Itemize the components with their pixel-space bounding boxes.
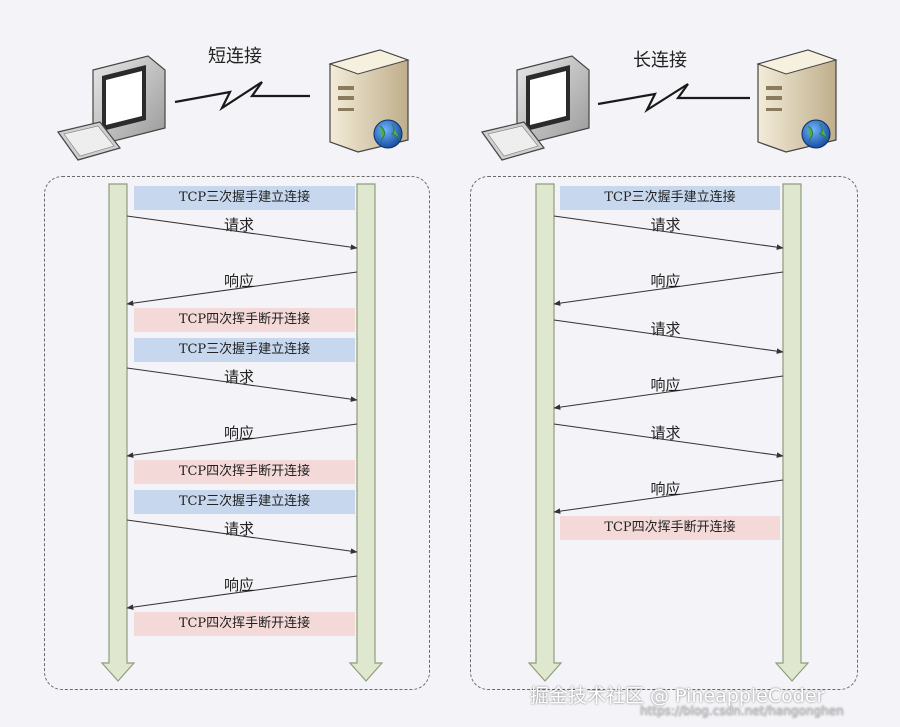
right-client-lifeline bbox=[527, 183, 563, 682]
tcp-handshake-box: TCP三次握手建立连接 bbox=[560, 186, 780, 210]
request-label: 请求 bbox=[650, 320, 681, 338]
response-arrow bbox=[553, 271, 784, 306]
response-arrow bbox=[126, 575, 358, 610]
response-arrow bbox=[553, 375, 784, 410]
request-label: 请求 bbox=[224, 216, 255, 234]
response-label: 响应 bbox=[650, 272, 681, 290]
response-label: 响应 bbox=[224, 424, 255, 442]
long-connection-title: 长连接 bbox=[633, 50, 687, 71]
globe-icon bbox=[373, 119, 403, 149]
short-connection-title: 短连接 bbox=[208, 46, 262, 67]
short-connection-panel bbox=[44, 176, 430, 690]
keyboard-icon bbox=[480, 121, 546, 161]
request-label: 请求 bbox=[224, 520, 255, 538]
computer-icon bbox=[92, 55, 166, 143]
tcp-teardown-box: TCP四次挥手断开连接 bbox=[560, 516, 780, 540]
tcp-handshake-box: TCP三次握手建立连接 bbox=[134, 338, 355, 362]
right-server-lifeline bbox=[774, 183, 810, 682]
long-connection-panel bbox=[470, 176, 858, 690]
tcp-teardown-box: TCP四次挥手断开连接 bbox=[134, 460, 355, 484]
response-arrow bbox=[553, 479, 784, 514]
response-label: 响应 bbox=[650, 480, 681, 498]
response-arrow bbox=[126, 271, 358, 306]
computer-icon bbox=[516, 55, 590, 143]
response-label: 响应 bbox=[224, 576, 255, 594]
request-arrow bbox=[553, 423, 784, 458]
tcp-handshake-box: TCP三次握手建立连接 bbox=[134, 186, 355, 210]
response-arrow bbox=[126, 423, 358, 458]
request-arrow bbox=[126, 519, 358, 554]
globe-icon bbox=[801, 119, 831, 149]
keyboard-icon bbox=[56, 121, 122, 161]
watermark-main: 掘金技术社区 @ PineappleCoder bbox=[530, 685, 825, 707]
request-label: 请求 bbox=[650, 424, 681, 442]
response-label: 响应 bbox=[650, 376, 681, 394]
request-arrow bbox=[126, 215, 358, 250]
watermark-sub: https://blog.csdn.net/hangonghen bbox=[640, 704, 844, 718]
request-label: 请求 bbox=[224, 368, 255, 386]
request-label: 请求 bbox=[650, 216, 681, 234]
tcp-teardown-box: TCP四次挥手断开连接 bbox=[134, 308, 355, 332]
lightning-link-icon bbox=[597, 83, 750, 114]
tcp-teardown-box: TCP四次挥手断开连接 bbox=[134, 612, 355, 636]
request-arrow bbox=[126, 367, 358, 402]
lightning-link-icon bbox=[174, 81, 310, 112]
tcp-handshake-box: TCP三次握手建立连接 bbox=[134, 490, 355, 514]
response-label: 响应 bbox=[224, 272, 255, 290]
left-client-lifeline bbox=[100, 183, 136, 682]
request-arrow bbox=[553, 215, 784, 250]
request-arrow bbox=[553, 319, 784, 354]
left-server-lifeline bbox=[348, 183, 384, 682]
